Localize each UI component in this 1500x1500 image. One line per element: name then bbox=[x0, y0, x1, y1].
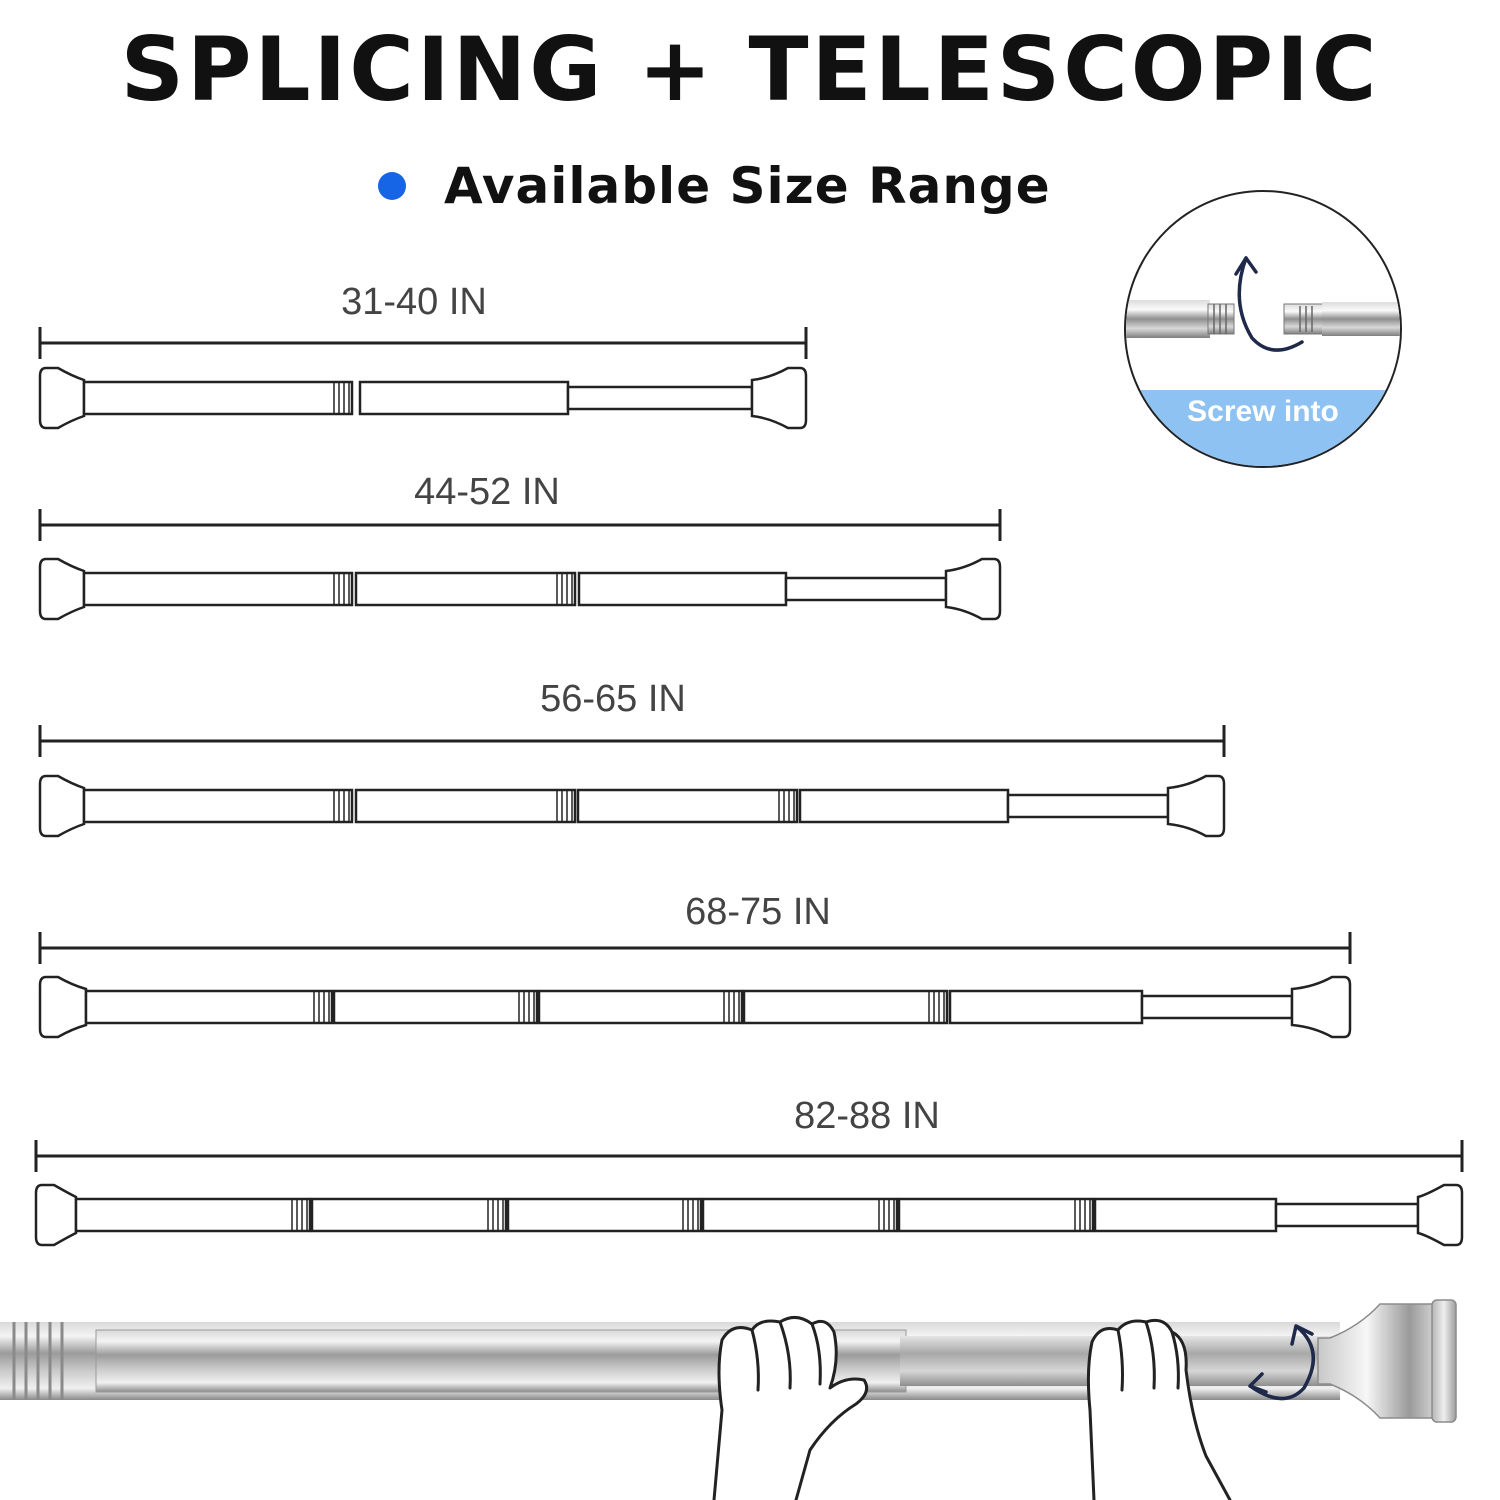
rod-end-cap-right bbox=[1166, 774, 1226, 838]
rod-segment bbox=[74, 1197, 312, 1233]
headline: SPLICING + TELESCOPIC bbox=[120, 18, 1380, 121]
rod-inner-tube bbox=[566, 385, 754, 411]
rod-segment bbox=[742, 989, 949, 1025]
rod-segment bbox=[798, 788, 1010, 824]
rod-segment bbox=[576, 788, 799, 824]
rod-end-cap-right bbox=[944, 557, 1002, 621]
rod-inner-tube bbox=[1140, 994, 1294, 1020]
rod-piece-right bbox=[1322, 302, 1400, 336]
rod-segment bbox=[82, 571, 354, 607]
rod-segment bbox=[701, 1197, 899, 1233]
rod-segment bbox=[310, 1197, 508, 1233]
rod-end-cap-left bbox=[38, 975, 88, 1039]
rod-piece-left bbox=[1126, 300, 1210, 338]
rod-segment bbox=[82, 788, 354, 824]
size-label: 31-40 IN bbox=[341, 281, 487, 323]
rod-end-cap-left bbox=[38, 366, 86, 430]
rod-end-cap-right bbox=[1290, 975, 1352, 1039]
rod-diagram-2 bbox=[38, 509, 1002, 621]
bullet-dot-icon bbox=[378, 172, 406, 200]
size-label: 68-75 IN bbox=[685, 891, 831, 933]
hero-end-cap-pad bbox=[1431, 1299, 1457, 1423]
rod-end-cap-right bbox=[1416, 1183, 1464, 1247]
rod-segment bbox=[577, 571, 788, 607]
rod-end-cap-right bbox=[750, 366, 808, 430]
subheading: Available Size Range bbox=[444, 157, 1051, 215]
size-label: 56-65 IN bbox=[540, 678, 686, 720]
rod-end-cap-left bbox=[34, 1183, 78, 1247]
rod-segment bbox=[354, 571, 577, 607]
screw-inset: Screw into bbox=[1124, 190, 1402, 468]
screw-caption: Screw into bbox=[1187, 395, 1339, 428]
rotate-arrow-icon bbox=[1234, 256, 1304, 352]
subheading-row: Available Size Range bbox=[378, 150, 1051, 222]
rod-segment bbox=[948, 989, 1144, 1025]
rod-diagram-5 bbox=[34, 1140, 1464, 1247]
rod-segment bbox=[537, 989, 744, 1025]
rod-end-cap-left bbox=[38, 557, 86, 621]
rotate-arrow-icon bbox=[1248, 1324, 1316, 1401]
rod-piece-right-thread bbox=[1283, 303, 1325, 335]
rod-inner-tube bbox=[1274, 1202, 1420, 1228]
size-label: 44-52 IN bbox=[414, 471, 560, 513]
rod-segment bbox=[354, 788, 577, 824]
hand-icon bbox=[1086, 1318, 1232, 1500]
rod-inner-tube bbox=[1006, 793, 1170, 819]
hand-icon bbox=[712, 1316, 869, 1500]
hero-rod-grooves bbox=[12, 1322, 64, 1400]
size-label: 82-88 IN bbox=[794, 1095, 940, 1137]
rod-segment bbox=[332, 989, 539, 1025]
rod-segment bbox=[82, 380, 354, 416]
hero-rod-photo bbox=[0, 1299, 1457, 1500]
rod-segment bbox=[506, 1197, 703, 1233]
rod-segment bbox=[84, 989, 334, 1025]
rod-diagram-1 bbox=[38, 327, 808, 430]
rod-segment bbox=[1093, 1197, 1278, 1233]
rod-segment bbox=[897, 1197, 1095, 1233]
rod-segment bbox=[358, 380, 570, 416]
rod-diagram-3 bbox=[38, 725, 1226, 838]
rod-end-cap-left bbox=[38, 774, 86, 838]
rod-diagram-4 bbox=[38, 932, 1352, 1039]
rod-inner-tube bbox=[784, 576, 948, 602]
hero-end-cap bbox=[1317, 1303, 1441, 1419]
